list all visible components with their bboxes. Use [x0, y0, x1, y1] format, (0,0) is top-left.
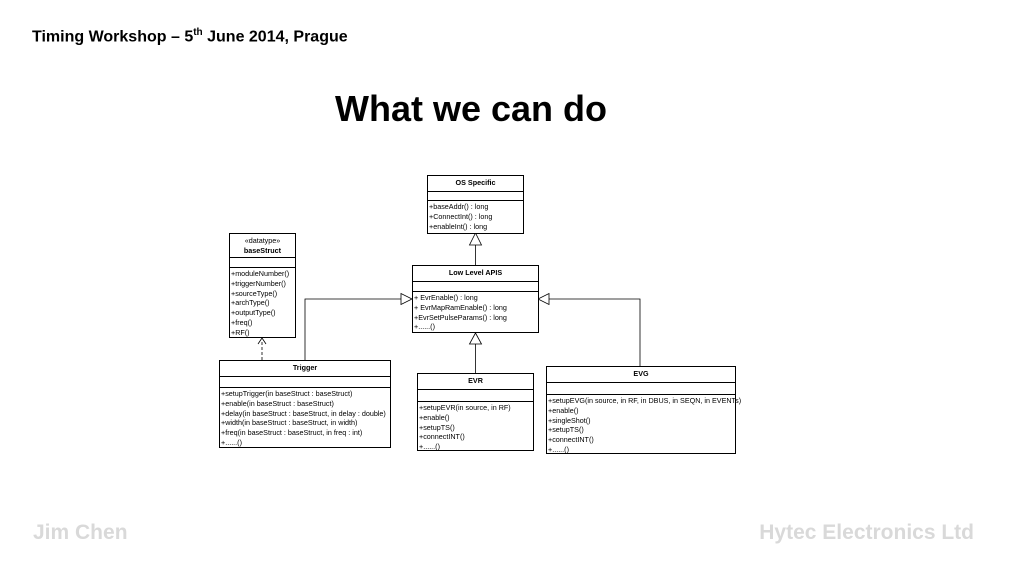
class-name: EVR [418, 374, 533, 390]
class-evr: EVR +setupEVR(in source, in RF) +enable(… [417, 373, 534, 451]
generalization-arrow-evr [468, 332, 483, 345]
operation: +ConnectInt() : long [429, 211, 493, 221]
operation: +setupTrigger(in baseStruct : baseStruct… [221, 389, 353, 398]
class-attributes [428, 192, 523, 201]
slide-title: What we can do [334, 88, 608, 129]
operation: +outputType() [231, 308, 276, 318]
operation: +enable(in baseStruct : baseStruct) [221, 398, 334, 408]
operation: +enable() [419, 412, 450, 422]
header-superscript: th [193, 27, 203, 38]
generalization-line-trigger-low [304, 298, 401, 360]
operation: +......() [414, 322, 435, 332]
class-operations: +setupEVR(in source, in RF) +enable() +s… [418, 403, 533, 452]
class-attributes [418, 390, 533, 402]
class-title: baseStruct [243, 246, 282, 255]
operation: +......() [419, 442, 440, 452]
class-attributes [413, 282, 538, 292]
generalization-arrow-os [468, 232, 483, 246]
operation: + EvrMapRamEnable() : long [414, 302, 507, 312]
class-operations: +setupEVG(in source, in RF, in DBUS, in … [547, 396, 742, 455]
operation: +RF() [231, 327, 250, 337]
operation: +enableInt() : long [429, 221, 488, 231]
operation: +......() [548, 444, 569, 454]
generalization-arrow-evg [537, 292, 550, 306]
class-attributes [547, 383, 735, 395]
operation: +setupEVG(in source, in RF, in DBUS, in … [548, 396, 742, 405]
operation: +triggerNumber() [231, 278, 286, 288]
class-basestruct: «datatype» baseStruct +moduleNumber() +t… [229, 233, 296, 338]
operation: +archType() [231, 298, 270, 308]
dependency-arrow-base [257, 337, 267, 345]
class-name: «datatype» baseStruct [230, 234, 295, 258]
operation: +setupEVR(in source, in RF) [419, 403, 511, 412]
generalization-line-evg-low [549, 298, 641, 366]
operation: +moduleNumber() [231, 269, 290, 278]
class-stereotype: «datatype» [244, 236, 281, 245]
class-os-specific: OS Specific +baseAddr() : long +ConnectI… [427, 175, 524, 234]
operation: + EvrEnable() : long [414, 293, 478, 302]
footer-author: Jim Chen [33, 521, 128, 544]
class-operations: +baseAddr() : long +ConnectInt() : long … [428, 202, 523, 231]
footer-company: Hytec Electronics Ltd [759, 521, 974, 544]
class-name: OS Specific [428, 176, 523, 192]
operation: +width(in baseStruct : baseStruct, in wi… [221, 418, 358, 428]
class-attributes [230, 258, 295, 268]
operation: +enable() [548, 405, 579, 415]
class-trigger: Trigger +setupTrigger(in baseStruct : ba… [219, 360, 391, 448]
operation: +EvrSetPulseParams() : long [414, 312, 507, 322]
class-operations: +moduleNumber() +triggerNumber() +source… [230, 269, 295, 338]
operation: +freq(in baseStruct : baseStruct, in fre… [221, 428, 363, 438]
operation: +sourceType() [231, 288, 278, 298]
class-name: Trigger [220, 361, 390, 377]
class-name: EVG [547, 367, 735, 383]
header-text-suffix: June 2014, Prague [202, 28, 348, 46]
class-operations: +setupTrigger(in baseStruct : baseStruct… [220, 389, 390, 448]
workshop-header: Timing Workshop – 5th June 2014, Prague [32, 27, 348, 46]
header-text: Timing Workshop – 5 [32, 28, 194, 46]
operation: +baseAddr() : long [429, 202, 489, 211]
operation: +freq() [231, 317, 253, 327]
class-attributes [220, 377, 390, 388]
operation: +delay(in baseStruct : baseStruct, in de… [221, 408, 386, 418]
class-operations: + EvrEnable() : long + EvrMapRamEnable()… [413, 293, 538, 332]
operation: +setupTS() [419, 422, 455, 432]
generalization-arrow-trigger [400, 292, 413, 306]
class-low-level-apis: Low Level APIS + EvrEnable() : long + Ev… [412, 265, 539, 333]
class-name: Low Level APIS [413, 266, 538, 282]
operation: +singleShot() [548, 415, 591, 425]
class-evg: EVG +setupEVG(in source, in RF, in DBUS,… [546, 366, 742, 455]
operation: +setupTS() [548, 425, 584, 435]
operation: +connectINT() [548, 435, 594, 445]
operation: +connectINT() [419, 432, 465, 442]
operation: +......() [221, 437, 242, 447]
